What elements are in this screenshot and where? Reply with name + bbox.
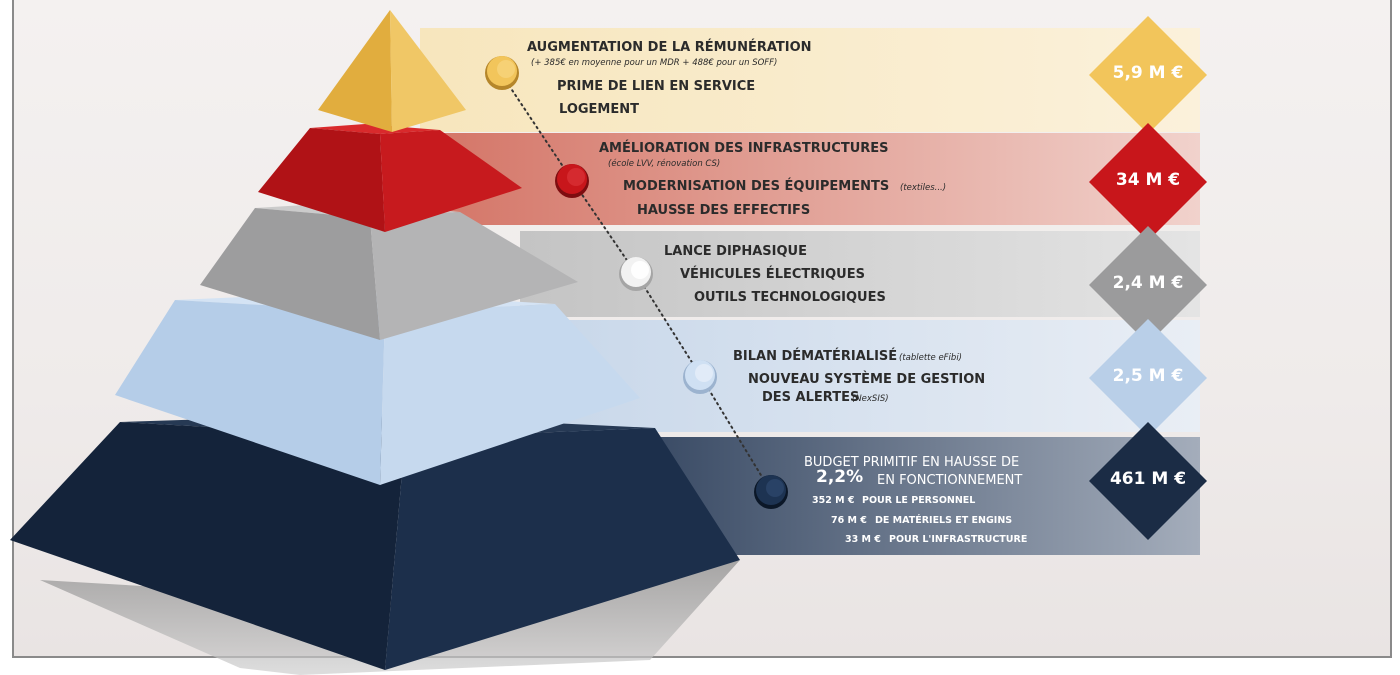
tier-1-line-1: AUGMENTATION DE LA RÉMUNÉRATION [527, 40, 812, 55]
tier-2-line-3: HAUSSE DES EFFECTIFS [637, 203, 811, 218]
tier-2-dot [555, 164, 589, 198]
tier-2-diamond [1089, 123, 1207, 241]
tier-4-right [380, 304, 640, 485]
tier-4-note-2: (NexSIS) [852, 394, 889, 404]
tier-3-line-1: LANCE DIPHASIQUE [664, 244, 807, 259]
tier-5-line-2: EN FONCTIONNEMENT [877, 473, 1023, 488]
tier-4-line-1: BILAN DÉMATÉRIALISÉ [733, 349, 898, 364]
tier-4-amount: 2,5 M € [1112, 366, 1184, 386]
tier-5-sub-1-label: POUR LE PERSONNEL [862, 495, 976, 506]
tier-2-note-2: (textiles...) [900, 183, 947, 193]
tier-5-diamond [1089, 422, 1207, 540]
tier-4-left [115, 300, 385, 485]
tier-2-amount: 34 M € [1115, 170, 1181, 190]
tier-5-sub-1-value: 352 M € [812, 495, 855, 506]
tier-2-line-1: AMÉLIORATION DES INFRASTRUCTURES [599, 141, 889, 156]
tier-5-line-1: BUDGET PRIMITIF EN HAUSSE DE [804, 455, 1020, 470]
tier-5-sub-2-value: 76 M € [831, 515, 867, 526]
tier-1-band [420, 28, 1200, 132]
tier-5-amount: 461 M € [1109, 469, 1187, 489]
tier-3-left [200, 208, 380, 340]
tier-5-percent: 2,2% [816, 467, 864, 487]
tier-5-sub-3-label: POUR L'INFRASTRUCTURE [889, 534, 1028, 545]
tier-4-line-2: NOUVEAU SYSTÈME DE GESTION [748, 372, 986, 387]
tier-4-diamond [1089, 319, 1207, 437]
tier-1-note: (+ 385€ en moyenne pour un MDR + 488€ po… [531, 58, 778, 68]
tier-5-right [385, 428, 740, 670]
tier-3-diamond [1089, 226, 1207, 344]
tier-2-left [258, 128, 385, 232]
tier-4-line-3: DES ALERTES [762, 390, 860, 405]
tier-5-left [10, 422, 405, 670]
tier-5-dot [754, 475, 788, 509]
tier-2-right [380, 130, 522, 232]
tier-1-right [390, 10, 466, 132]
tier-4-dot [683, 360, 717, 394]
tier-2-top [310, 124, 440, 134]
tier-1-line-3: LOGEMENT [559, 102, 639, 117]
tier-3-amount: 2,4 M € [1112, 273, 1184, 293]
tier-3-right [370, 212, 578, 340]
tier-1-left [318, 10, 392, 132]
tier-1-amount: 5,9 M € [1112, 63, 1184, 83]
tier-2-note: (école LVV, rénovation CS) [608, 159, 721, 169]
tier-1-line-2: PRIME DE LIEN EN SERVICE [557, 79, 756, 94]
tier-2-line-2: MODERNISATION DES ÉQUIPEMENTS [623, 179, 890, 194]
tier-3-line-2: VÉHICULES ÉLECTRIQUES [680, 267, 865, 282]
tier-5-sub-2-label: DE MATÉRIELS ET ENGINS [875, 515, 1013, 526]
tier-4-note: (tablette eFibi) [899, 353, 962, 363]
tier-1-dot [485, 56, 519, 90]
tier-1-diamond [1089, 16, 1207, 134]
tier-5-sub-3-value: 33 M € [845, 534, 881, 545]
tier-3-line-3: OUTILS TECHNOLOGIQUES [694, 290, 886, 305]
tier-3-dot [619, 257, 653, 291]
